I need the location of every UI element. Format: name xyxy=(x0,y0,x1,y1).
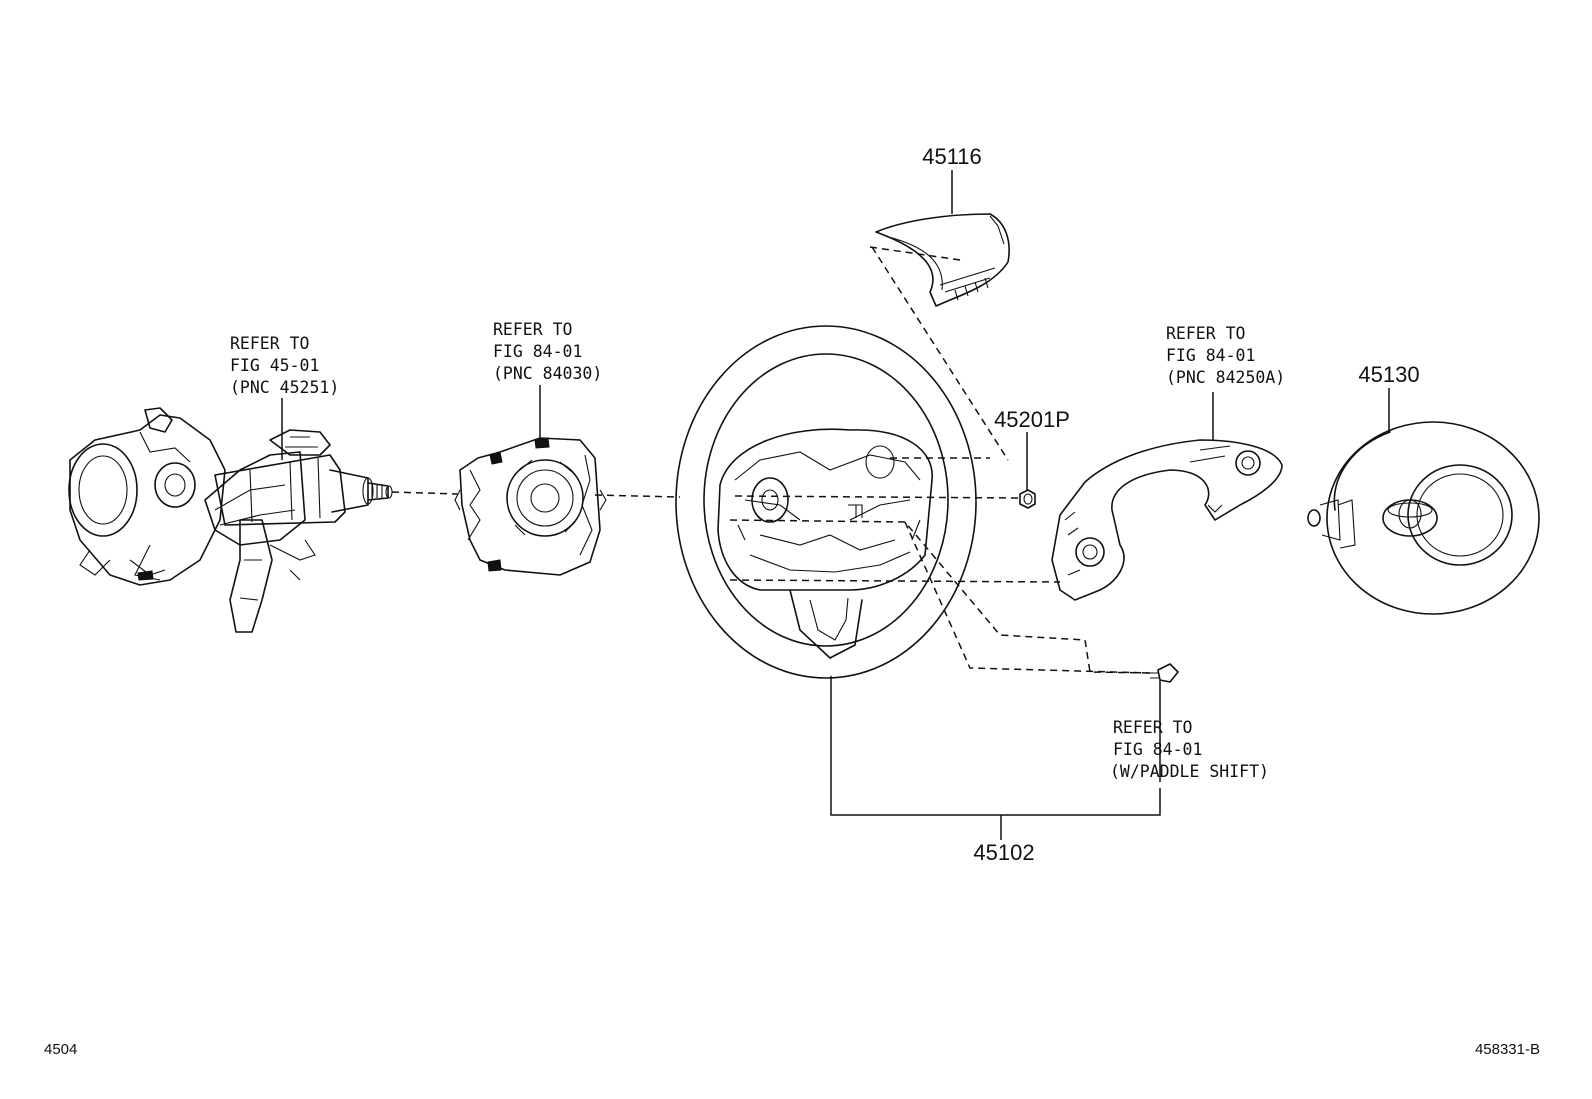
callout-leader-lines xyxy=(281,170,1390,840)
steering-switch-reference: REFER TO FIG 84-01 (PNC 84250A) xyxy=(1166,324,1285,387)
paddle-shift-reference: REFER TO FIG 84-01 (W/PADDLE SHIFT) xyxy=(1110,718,1269,781)
paddle-shift-screw-illustration xyxy=(1150,663,1179,683)
toyota-logo xyxy=(1382,499,1438,537)
steering-wheel-nut-illustration xyxy=(1019,489,1036,509)
steering-column-illustration xyxy=(68,407,393,633)
part-number-nut: 45201P xyxy=(994,407,1070,432)
part-number-wheel-assy: 45102 xyxy=(973,840,1034,865)
spiral-cable-illustration xyxy=(454,437,607,576)
part-number-lower-cover: 45116 xyxy=(922,144,982,169)
horn-pad-airbag-illustration xyxy=(1307,421,1540,615)
part-number-horn-pad: 45130 xyxy=(1358,362,1419,387)
figure-code: 4504 xyxy=(44,1041,77,1058)
steering-column-reference: REFER TO FIG 45-01 (PNC 45251) xyxy=(230,334,339,397)
steering-pad-switch-illustration xyxy=(1051,439,1283,601)
steering-wheel-illustration xyxy=(675,325,977,679)
assembly-guide-lines xyxy=(391,246,1151,674)
steering-wheel-lower-cover-illustration xyxy=(875,213,1010,307)
drawing-id: 458331-B xyxy=(1475,1041,1540,1058)
spiral-cable-reference: REFER TO FIG 84-01 (PNC 84030) xyxy=(493,320,602,383)
